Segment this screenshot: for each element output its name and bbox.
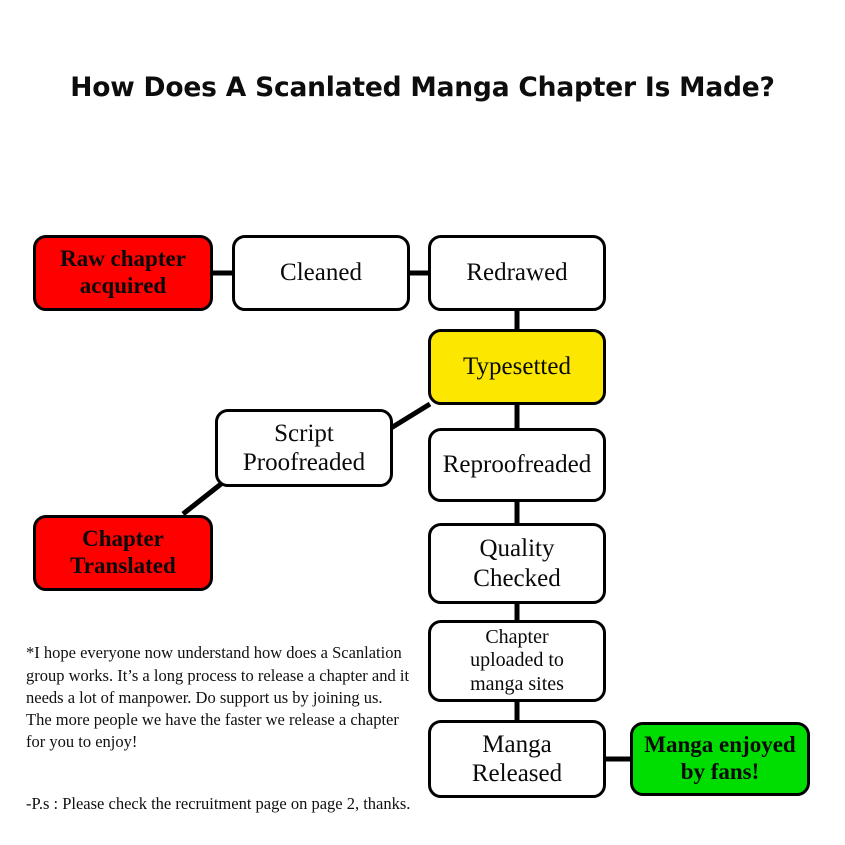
node-label: Quality Checked	[473, 535, 561, 592]
note-paragraph-2: -P.s : Please check the recruitment page…	[26, 793, 411, 813]
node-manga-released[interactable]: Manga Released	[428, 720, 606, 798]
node-redrawn[interactable]: Redrawed	[428, 235, 606, 311]
node-chapter-translated[interactable]: Chapter Translated	[33, 515, 213, 591]
node-raw-chapter-acquired[interactable]: Raw chapter acquired	[33, 235, 213, 311]
page-title: How Does A Scanlated Manga Chapter Is Ma…	[70, 72, 775, 103]
node-label: Cleaned	[280, 259, 362, 287]
node-label: Script Proofreaded	[242, 419, 366, 476]
node-quality-checked[interactable]: Quality Checked	[428, 523, 606, 604]
node-label: Reproofreaded	[442, 451, 592, 479]
node-label: Manga Released	[471, 730, 563, 787]
node-label: Redrawed	[466, 259, 568, 287]
node-manga-enjoyed-by-fans[interactable]: Manga enjoyed by fans!	[630, 722, 810, 796]
note-paragraph-1: *I hope everyone now understand how does…	[26, 643, 410, 752]
node-label: Typesetted	[463, 353, 571, 381]
node-label: Manga enjoyed by fans!	[644, 732, 796, 784]
node-typesetted[interactable]: Typesetted	[428, 329, 606, 405]
edge-typesetted-to-script-proofreaded	[389, 401, 432, 431]
node-label: Chapter uploaded to manga sites	[470, 625, 564, 695]
node-label: Chapter Translated	[70, 526, 176, 578]
node-script-proofreaded[interactable]: Script Proofreaded	[215, 409, 393, 487]
node-cleaned[interactable]: Cleaned	[232, 235, 410, 311]
node-chapter-uploaded[interactable]: Chapter uploaded to manga sites	[428, 620, 606, 702]
edge-script-proofreaded-to-chapter-translated	[181, 482, 223, 516]
footer-note: *I hope everyone now understand how does…	[26, 620, 416, 837]
node-reproofreaded[interactable]: Reproofreaded	[428, 428, 606, 502]
node-label: Raw chapter acquired	[60, 246, 186, 298]
